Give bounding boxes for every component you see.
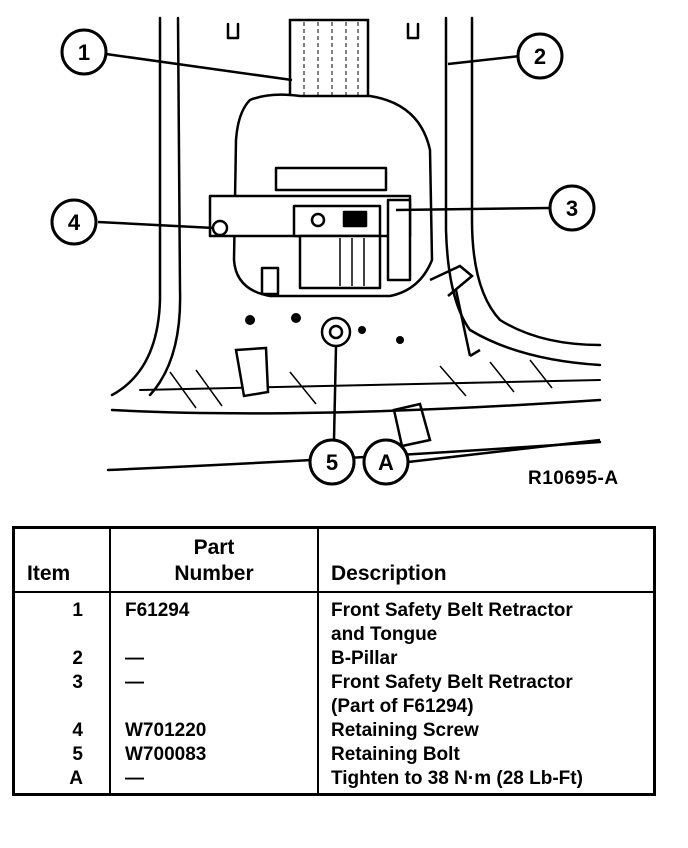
description-line: Tighten to 38 N·m (28 Lb-Ft) — [331, 768, 583, 789]
cell-item: 4 — [12, 719, 111, 743]
callout-1-label: 1 — [78, 40, 90, 65]
description-line: Retaining Bolt — [331, 744, 460, 765]
cell-part-number: F61294 — [109, 592, 319, 647]
callout-2-label: 2 — [534, 44, 546, 69]
header-part-number: Part Number — [109, 527, 319, 593]
table-row: 2— B-Pillar — [12, 647, 656, 671]
header-description: Description — [317, 527, 656, 593]
callout-a-circle — [362, 438, 410, 486]
description-line: Front Safety Belt Retractor — [331, 672, 573, 693]
description-line: Front Safety Belt Retractor — [331, 600, 573, 621]
header-item: Item — [12, 527, 111, 593]
retractor-housing — [208, 93, 434, 298]
cell-description: Retaining Bolt — [317, 743, 656, 767]
cell-item: A — [12, 767, 111, 795]
cell-item: 1 — [12, 592, 111, 647]
header-part-line2: Number — [174, 562, 254, 585]
cell-part-number: W700083 — [109, 743, 319, 767]
cell-item: 2 — [12, 647, 111, 671]
cell-part-number: — — [109, 671, 319, 719]
cell-description: Front Safety Belt Retractor (Part of F612… — [317, 671, 656, 719]
description-line: B-Pillar — [331, 648, 398, 669]
cell-part-number: W701220 — [109, 719, 319, 743]
callout-2-circle — [516, 32, 564, 80]
cell-description: Tighten to 38 N·m (28 Lb-Ft) — [317, 767, 656, 795]
description-line: Retaining Screw — [331, 720, 479, 741]
exploded-view-figure: 1 2 3 4 5 A R10695-A — [50, 16, 619, 489]
callout-5-label: 5 — [326, 450, 338, 475]
table-row: A— Tighten to 38 N·m (28 Lb-Ft) — [12, 767, 656, 795]
cell-description: Retaining Screw — [317, 719, 656, 743]
callout-1-circle — [60, 28, 108, 76]
table-row: 3— Front Safety Belt Retractor (Part of F6… — [12, 671, 656, 719]
callout-a-label: A — [378, 450, 394, 475]
figure-id: R10695-A — [528, 468, 619, 489]
callout-4-label: 4 — [68, 210, 81, 235]
cell-description: B-Pillar — [317, 647, 656, 671]
cell-part-number: — — [109, 647, 319, 671]
description-line: (Part of F61294) — [331, 696, 474, 717]
cell-part-number: — — [109, 767, 319, 795]
table-header-row: Item Part Number Description — [12, 527, 656, 593]
header-part-line1: Part — [193, 536, 235, 559]
cell-item: 3 — [12, 671, 111, 719]
description-line: and Tongue — [331, 624, 438, 645]
callout-5-circle — [308, 438, 356, 486]
cell-item: 5 — [12, 743, 111, 767]
callout-3-label: 3 — [566, 196, 578, 221]
callout-3-circle — [548, 184, 596, 232]
callout-4-circle — [50, 198, 98, 246]
retractor-illustration: 1 2 3 4 5 A — [50, 16, 602, 486]
cell-description: Front Safety Belt Retractor and Tongue — [317, 592, 656, 647]
